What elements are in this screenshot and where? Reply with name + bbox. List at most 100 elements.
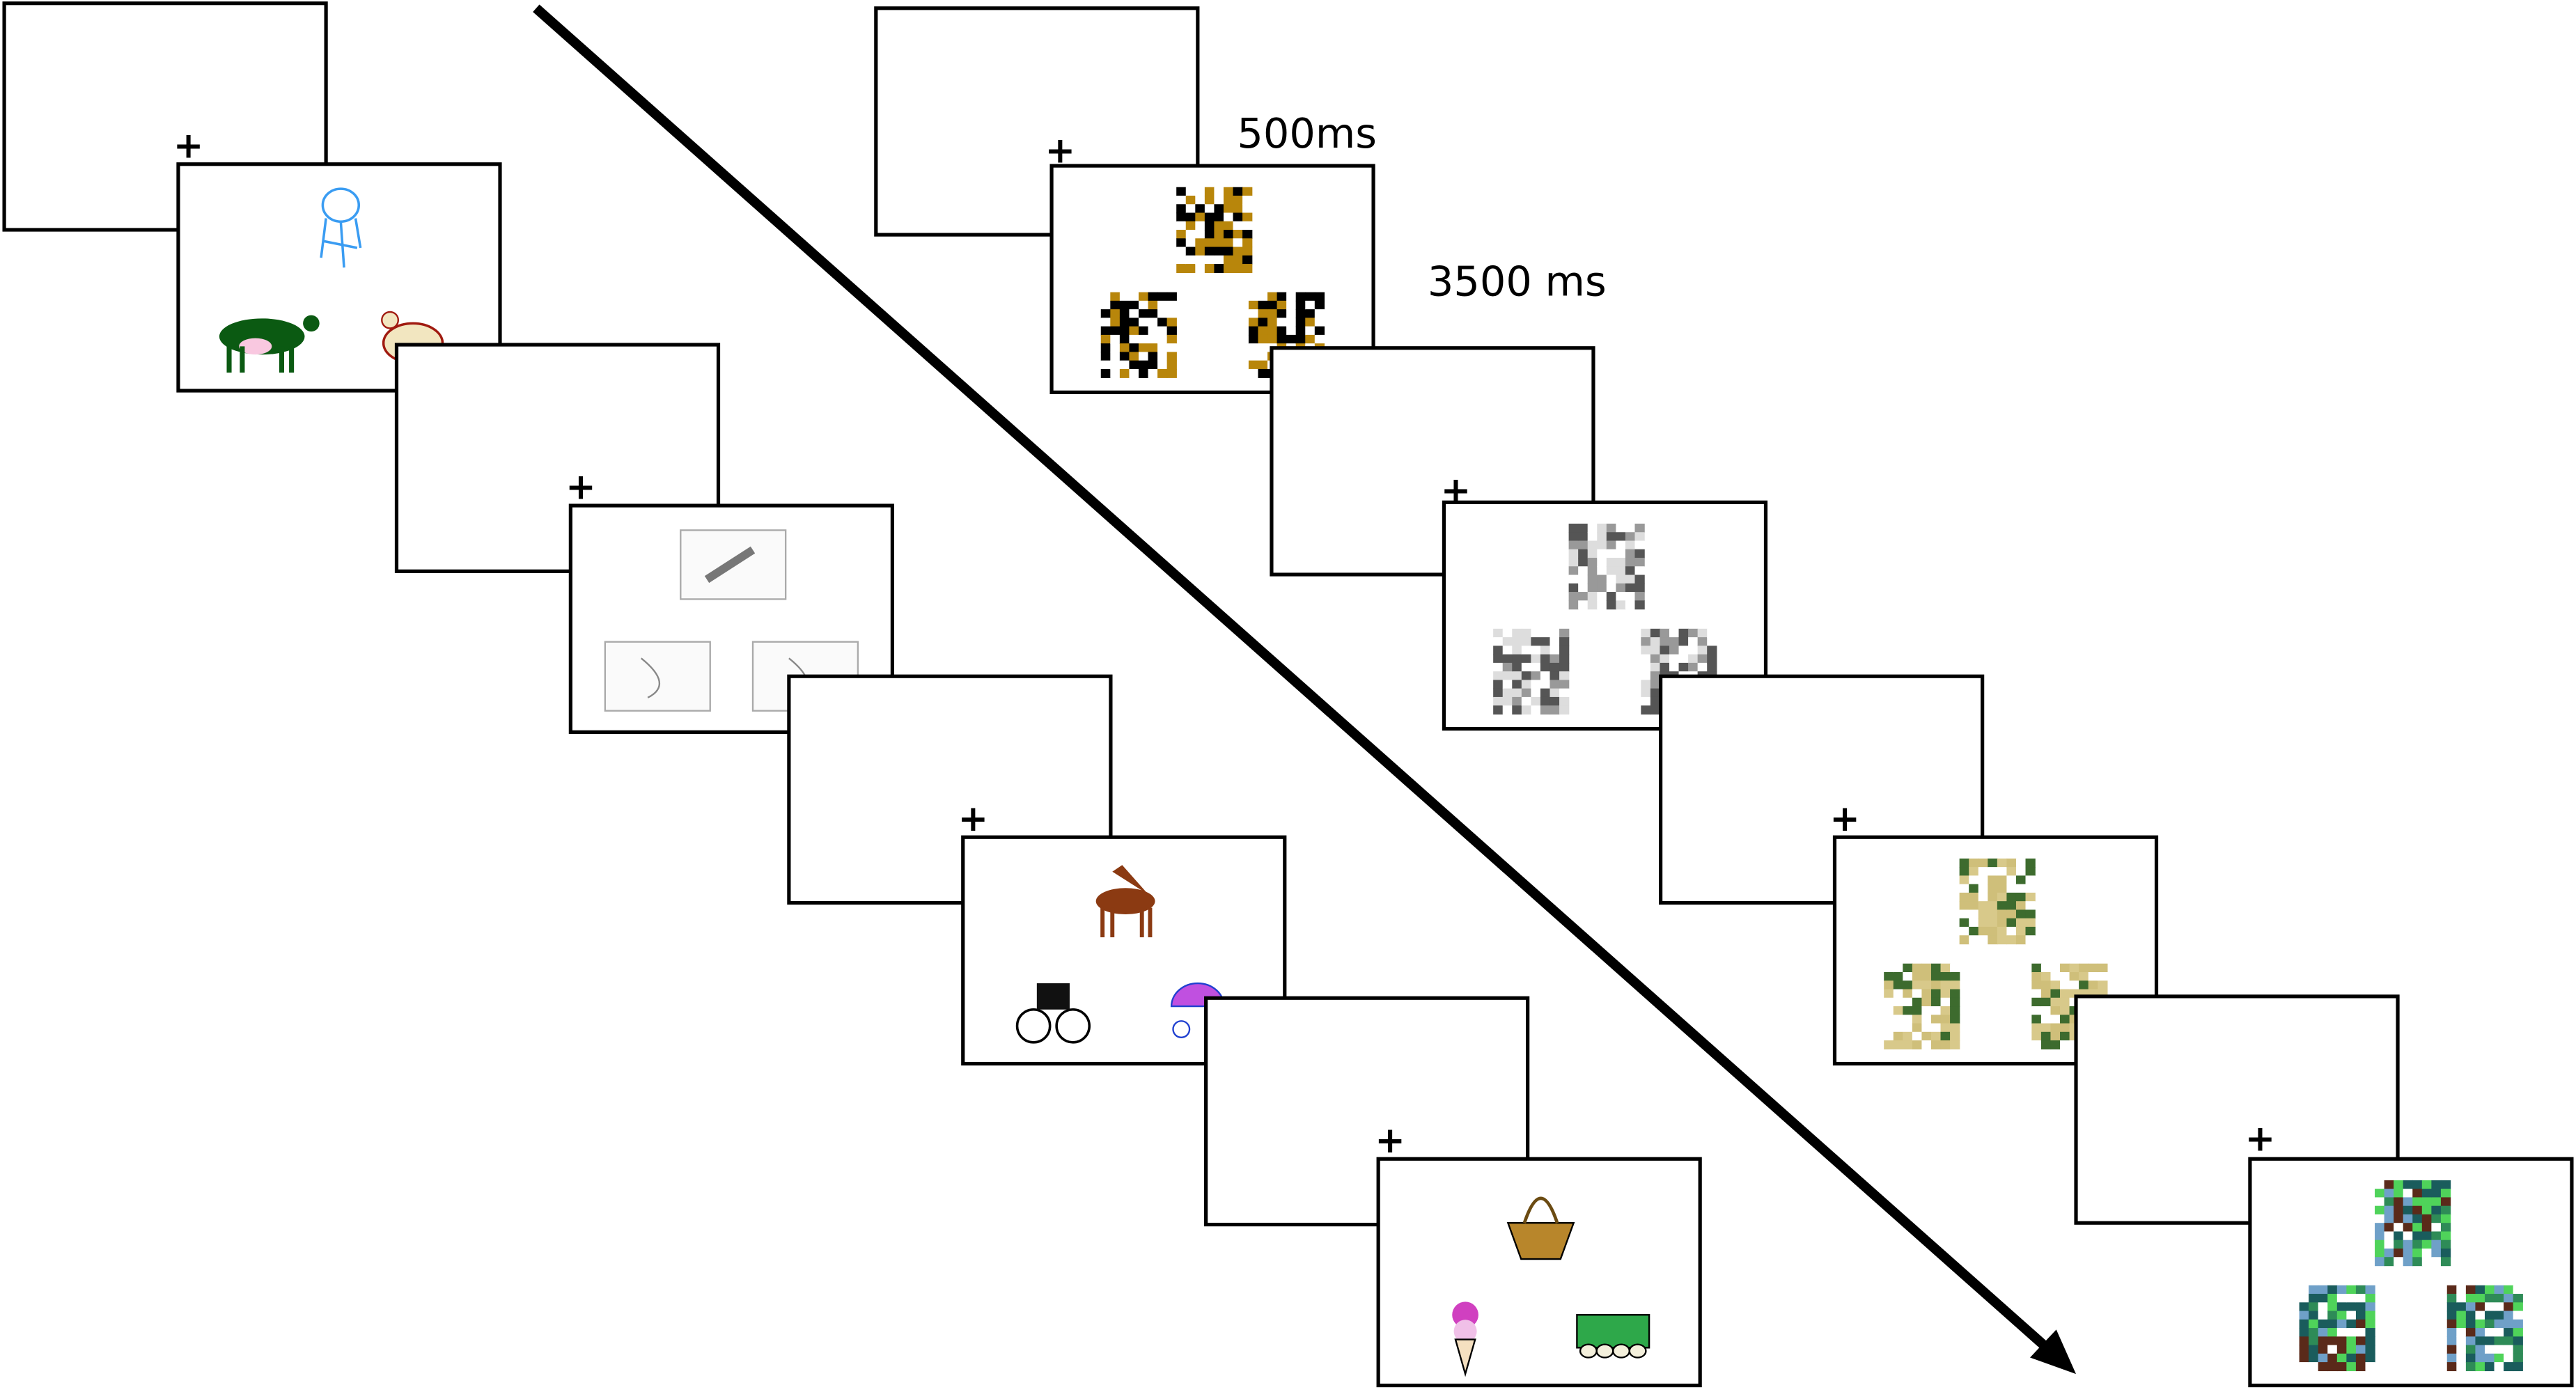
noise-cell (1223, 212, 1234, 222)
noise-cell (2384, 1180, 2394, 1189)
noise-cell (2412, 1223, 2423, 1233)
noise-cell (1119, 292, 1130, 302)
noise-cell (2355, 1302, 2366, 1312)
noise-cell (1531, 646, 1541, 655)
noise-cell (1305, 334, 1316, 344)
noise-cell (2031, 1031, 2042, 1041)
noise-cell (2309, 1362, 2319, 1372)
noise-cell (1950, 1023, 1960, 1033)
noise-cell (2384, 1197, 2394, 1207)
noise-cell (1921, 1031, 1932, 1041)
noise-cell (1587, 574, 1598, 584)
noise-cell (2384, 1205, 2394, 1215)
noise-cell (2440, 1231, 2451, 1241)
noise-cell (2384, 1257, 2394, 1267)
noise-cell (1616, 600, 1626, 610)
noise-cell (1988, 867, 1998, 877)
noise-cell (2484, 1319, 2495, 1329)
noise-cell (1559, 628, 1570, 638)
noise-cell (1950, 1031, 1960, 1041)
noise-cell (2431, 1231, 2442, 1241)
noise-cell (1204, 264, 1215, 274)
noise-cell (1110, 360, 1121, 370)
noise-cell (1940, 1023, 1951, 1033)
noise-cell (1988, 892, 1998, 902)
noise-cell (1997, 867, 2008, 877)
noise-cell (1688, 637, 1699, 647)
noise-cell (1258, 343, 1268, 353)
noise-cell (1214, 230, 1224, 239)
noise-cell (1549, 671, 1560, 681)
noise-cell (2375, 1214, 2385, 1223)
noise-cell (1884, 989, 1894, 999)
noise-cell (2421, 1257, 2433, 1267)
noise-cell (1148, 368, 1158, 378)
noise-cell (2375, 1205, 2385, 1215)
noise-cell (2504, 1353, 2514, 1363)
noise-cell (1248, 334, 1259, 344)
noise-cell (1540, 646, 1551, 655)
noise-cell (2060, 1040, 2070, 1050)
noise-cell (2025, 892, 2036, 902)
noise-cell (2475, 1319, 2485, 1329)
noise-cell (1176, 255, 1187, 265)
noise-cell (2456, 1336, 2467, 1346)
noise-cell (1204, 187, 1215, 196)
noise-cell (2384, 1248, 2394, 1258)
noise-cell (2465, 1362, 2476, 1372)
noise-cell (1223, 187, 1234, 196)
noise-cell (1978, 867, 1989, 877)
noise-cell (1166, 360, 1177, 370)
noise-cell (2025, 858, 2036, 868)
noise-cell (2513, 1302, 2523, 1312)
noise-cell (2346, 1328, 2357, 1338)
noise-cell (2494, 1362, 2504, 1372)
noise-cell (1930, 989, 1942, 999)
noise-cell (1606, 600, 1617, 610)
noise-cell (1697, 628, 1708, 638)
noise-cell (1214, 187, 1224, 196)
noise-cell (2513, 1328, 2523, 1338)
noise-cell (2336, 1302, 2348, 1312)
noise-cell (1185, 264, 1196, 274)
noise-cell (1214, 264, 1224, 274)
egg-carton-icon (1576, 1314, 1650, 1359)
noise-cell (1305, 309, 1316, 319)
noise-cell (1903, 1031, 1913, 1041)
noise-cell (1587, 549, 1598, 558)
noise-cell (2355, 1362, 2366, 1372)
noise-cell (1248, 368, 1259, 378)
noise-cell (1204, 247, 1215, 256)
noise-cell (2309, 1353, 2319, 1363)
noise-cell (1157, 318, 1168, 327)
noise-cell (1912, 1023, 1923, 1033)
noise-cell (1587, 532, 1598, 542)
noise-cell (2475, 1285, 2485, 1295)
noise-cell (1940, 1040, 1951, 1050)
noise-cell (1606, 532, 1617, 542)
noise-cell (1625, 532, 1636, 542)
noise-cell (2318, 1328, 2328, 1338)
noise-cell (2456, 1353, 2467, 1363)
noise-cell (1521, 680, 1532, 689)
noise-cell (1100, 334, 1111, 344)
noise-cell (1578, 600, 1588, 610)
noise-cell (1578, 532, 1588, 542)
noise-cell (2365, 1302, 2375, 1312)
noise-cell (1669, 646, 1680, 655)
noise-cell (1969, 875, 1979, 885)
noise-cell (2465, 1319, 2476, 1329)
noise-cell (1521, 696, 1532, 706)
noise-cell (1295, 300, 1306, 310)
noise-cell (1707, 637, 1717, 647)
noise-cell (2403, 1223, 2413, 1233)
noise-cell (2513, 1319, 2523, 1329)
noise-cell (1267, 318, 1278, 327)
noise-cell (1214, 195, 1224, 205)
noise-cell (2484, 1353, 2495, 1363)
noise-cell (2412, 1248, 2423, 1258)
noise-cell (2403, 1180, 2413, 1189)
noise-cell (2494, 1302, 2504, 1312)
noise-cell (1959, 884, 1969, 893)
noise-cell (1138, 352, 1149, 361)
